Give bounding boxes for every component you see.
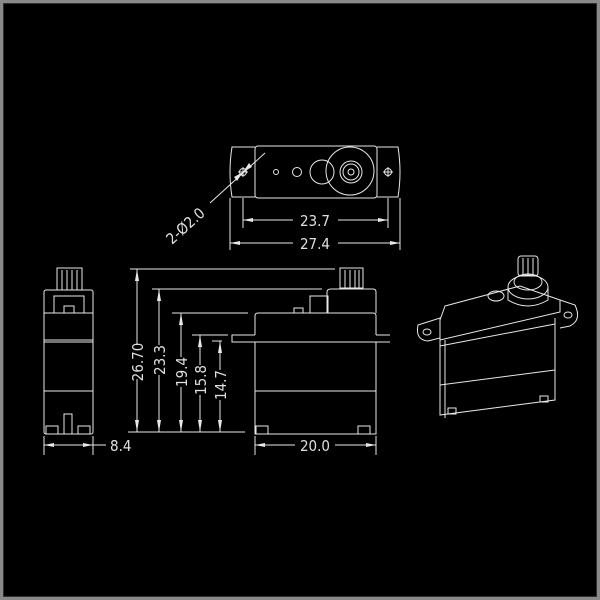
iso-front-face [439,318,556,416]
front-view-gear [339,267,364,289]
isometric-view [417,255,579,418]
front-view-flange [231,334,390,343]
dim-lines-vertical [136,269,221,432]
dim-upper-case-height: 19.4 [173,357,191,387]
iso-left-ear [417,317,441,342]
dim-flange-bottom-height: 14.7 [212,370,230,400]
top-view-right-ear [377,146,401,198]
dim-case-height: 23.3 [151,345,169,375]
iso-top-face [439,285,561,341]
front-view-upper-case [254,312,377,335]
top-view-left-ear [229,146,255,198]
front-view: 20.0 26.70 23.3 19.4 15.8 14.7 [128,267,390,455]
dim-width: 20.0 [300,437,330,455]
dim-hole-spacing: 23.7 [300,212,330,230]
dim-depth: 8.4 [110,437,131,455]
side-view-body [43,289,94,435]
front-view-lower-case [254,341,377,435]
top-view-body [254,145,378,199]
top-view: 2-Ø2.0 23.7 27.4 [163,145,401,253]
side-view-gear [56,267,83,291]
dim-overall-length: 27.4 [300,235,330,253]
dim-flange-top-height: 15.8 [192,365,210,395]
front-view-gear-housing [326,288,377,313]
hole-callout-label: 2-Ø2.0 [163,204,209,248]
output-housing [325,146,375,196]
side-view: 8.4 [43,267,131,455]
dim-total-height: 26.70 [129,343,147,382]
output-spline [339,160,363,184]
iso-right-ear [559,299,579,329]
